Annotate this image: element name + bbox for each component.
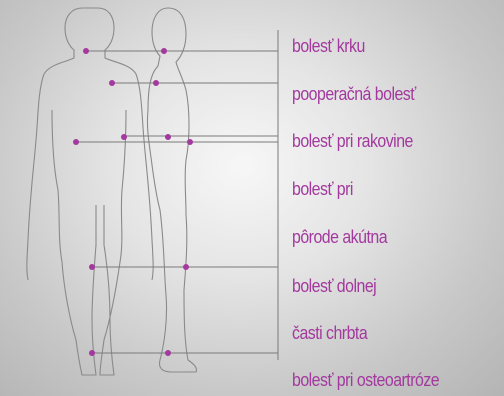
marker-abdomen-mid	[121, 134, 127, 140]
label-low-back-pain-line1: bolesť dolnej	[292, 275, 376, 297]
marker-ankle-front	[89, 350, 95, 356]
marker-neck-front	[83, 48, 89, 54]
label-osteoarthritis-pain: bolesť pri osteoartróze	[292, 369, 439, 391]
marker-knee-front	[89, 264, 95, 270]
marker-chest-side	[153, 80, 159, 86]
front-body-outline	[27, 8, 153, 375]
marker-abdomen-side	[165, 134, 171, 140]
marker-back-side	[187, 139, 193, 145]
pain-markers	[73, 48, 193, 356]
marker-neck-side	[161, 48, 167, 54]
marker-ankle-side	[165, 350, 171, 356]
side-body-outline	[147, 8, 196, 372]
leader-lines	[76, 30, 278, 360]
label-labor-pain-line1: bolesť pri	[292, 178, 353, 200]
label-cancer-pain: bolesť pri rakovine	[292, 130, 413, 152]
marker-chest-front	[109, 80, 115, 86]
label-neck-pain: bolesť krku	[292, 35, 365, 57]
marker-abdomen-left	[73, 139, 79, 145]
label-postoperative-pain: pooperačná bolesť	[292, 83, 416, 105]
label-labor-pain-line2: pôrode akútna	[292, 226, 387, 248]
marker-knee-side	[183, 264, 189, 270]
label-low-back-pain-line2: časti chrbta	[292, 322, 367, 344]
